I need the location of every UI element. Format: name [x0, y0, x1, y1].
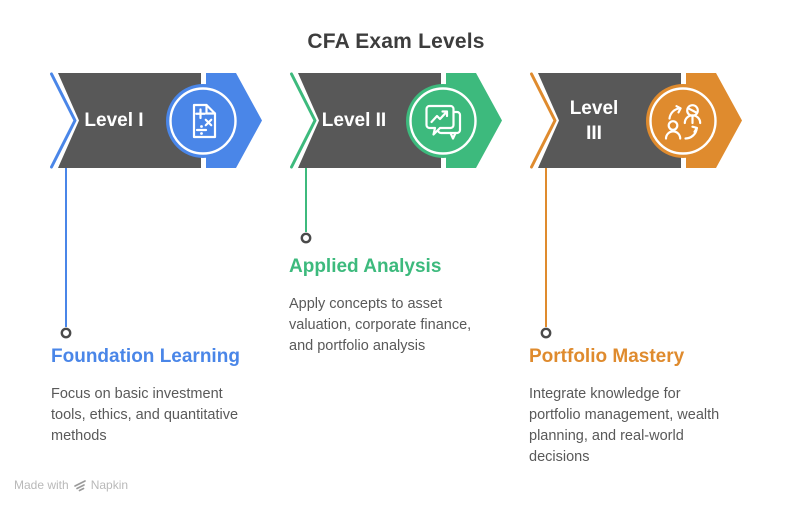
- icon-badge: [646, 84, 720, 158]
- connector-dot: [540, 327, 552, 339]
- icon-badge: [166, 84, 240, 158]
- level-1-group: Level I: [48, 72, 264, 348]
- level-3-heading: Portfolio Mastery: [529, 346, 685, 367]
- level-label: Level I: [84, 110, 144, 131]
- level-1-description: Foundation Learning Focus on basic inves…: [51, 345, 285, 447]
- level-1-body-text: Focus on basic investment tools, ethics,…: [51, 386, 239, 444]
- people-exchange-icon: [664, 104, 702, 140]
- chevron-outline-icon: [290, 72, 317, 169]
- math-document-icon: [192, 103, 217, 139]
- arrow-body: [538, 73, 681, 168]
- level-2-group: Level II: [288, 72, 504, 348]
- level-label: Level III: [569, 97, 619, 144]
- connector-dot: [300, 232, 312, 244]
- level-3-group: Level III: [528, 72, 744, 348]
- watermark-made-with-text: Made with: [14, 478, 69, 492]
- chat-trend-icon: [425, 104, 462, 140]
- napkin-watermark: Made with Napkin: [14, 478, 128, 492]
- page-title: CFA Exam Levels: [307, 30, 485, 53]
- chevron-outline-icon: [50, 72, 77, 169]
- watermark-brand-text: Napkin: [90, 478, 129, 492]
- level-2-arrow-graphic: [290, 72, 502, 244]
- arrow-body: [58, 73, 201, 168]
- level-2-body-text: Apply concepts to asset valuation, corpo…: [289, 296, 472, 354]
- level-label: Level II: [321, 110, 387, 131]
- arrow-body: [298, 73, 441, 168]
- connector-dot: [60, 327, 72, 339]
- napkin-logo-icon: [73, 480, 86, 492]
- icon-badge-ring: [649, 87, 717, 155]
- icon-badge-ring: [169, 87, 237, 155]
- chevron-outline-icon: [530, 72, 557, 169]
- level-3-arrow-graphic: [530, 72, 742, 339]
- level-2-description: Applied Analysis Apply concepts to asset…: [289, 255, 523, 357]
- icon-badge-ring: [409, 87, 477, 155]
- level-3-body-text: Integrate knowledge for portfolio manage…: [529, 386, 720, 465]
- level-3-description: Portfolio Mastery Integrate knowledge fo…: [529, 345, 763, 468]
- level-1-arrow-graphic: [50, 72, 262, 339]
- level-1-heading: Foundation Learning: [51, 346, 240, 367]
- level-2-heading: Applied Analysis: [289, 256, 442, 277]
